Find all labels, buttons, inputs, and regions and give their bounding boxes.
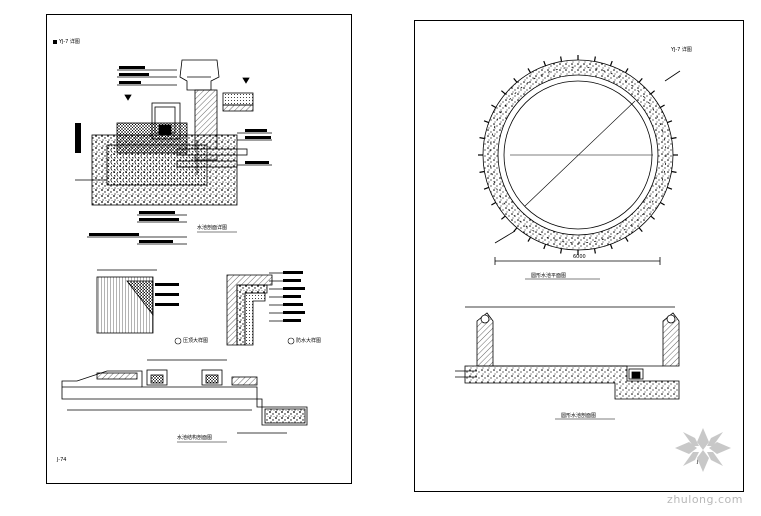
plan-tick: [624, 236, 629, 242]
main-section-title: 水池剖面详图: [197, 225, 228, 231]
plan-tick: [513, 227, 518, 232]
plan-tick: [513, 78, 518, 83]
bottom-structure-section: [61, 359, 308, 434]
watermark-text: zhulong.com: [667, 493, 743, 506]
plan-tick: [560, 56, 563, 62]
plan-tick: [491, 201, 497, 206]
plan-tick: [543, 60, 547, 66]
plan-tick: [638, 78, 643, 83]
plan-tick: [659, 104, 665, 109]
plan-tick: [479, 170, 485, 173]
plan-tick-marks: [478, 55, 678, 255]
right-header-tag: YJ-7 详图: [671, 47, 692, 53]
zhulong-logo-icon: [675, 428, 731, 472]
plan-tick: [593, 248, 596, 254]
plan-tick: [501, 215, 506, 220]
main-section-detail: [75, 59, 272, 245]
circular-pool-section: [455, 306, 680, 420]
waterproof-detail-notes: [283, 271, 305, 322]
plan-tick: [491, 104, 497, 109]
main-section-notes: [75, 66, 271, 243]
plan-tick: [667, 120, 673, 124]
coping-detail-notes: [155, 283, 179, 306]
left-header-marker: [53, 40, 57, 44]
circular-pool-plan: [482, 59, 681, 280]
left-page-number: J-74: [57, 457, 67, 463]
right-drawing-sheet: YJ-7 详图 6000 圆形水池平面图 圆形水池剖面图 J-75: [414, 20, 744, 492]
plan-dimension: 6000: [573, 254, 586, 260]
bottom-section-title: 水池结构剖面图: [177, 435, 213, 441]
plan-tick: [609, 60, 613, 66]
plan-tick: [638, 227, 643, 232]
plan-tick: [543, 244, 547, 250]
plan-tick: [483, 186, 489, 190]
plan-tick: [624, 68, 629, 74]
plan-tick: [667, 186, 673, 190]
left-sheet-drawing: [53, 40, 308, 443]
plan-tick: [479, 137, 485, 140]
plan-tick: [483, 120, 489, 124]
plan-tick: [609, 244, 613, 250]
coping-detail: [96, 269, 177, 334]
plan-tick: [527, 236, 532, 242]
waterproof-detail-title: 防水大样图: [296, 338, 322, 344]
plan-title: 圆形水池平面图: [531, 273, 567, 279]
coping-detail-title: 压顶大样图: [183, 338, 209, 344]
plan-tick: [659, 201, 665, 206]
plan-tick: [560, 248, 563, 254]
left-drawing-sheet: YJ-7 详图 水池剖面详图 压顶大样图 防水大样图 水池结构剖面图 J-74: [46, 14, 352, 484]
left-header-tag: YJ-7 详图: [59, 39, 80, 45]
plan-tick: [671, 137, 677, 140]
plan-tick: [671, 170, 677, 173]
detail-1-marker: [174, 337, 182, 345]
section-title: 圆形水池剖面图: [561, 413, 597, 419]
right-sheet-drawing: [455, 55, 681, 420]
waterproof-detail: [226, 272, 297, 346]
plan-tick: [650, 215, 655, 220]
detail-2-marker: [287, 337, 295, 345]
plan-tick: [527, 68, 532, 74]
plan-tick: [650, 90, 655, 95]
plan-tick: [501, 90, 506, 95]
plan-tick: [593, 56, 596, 62]
